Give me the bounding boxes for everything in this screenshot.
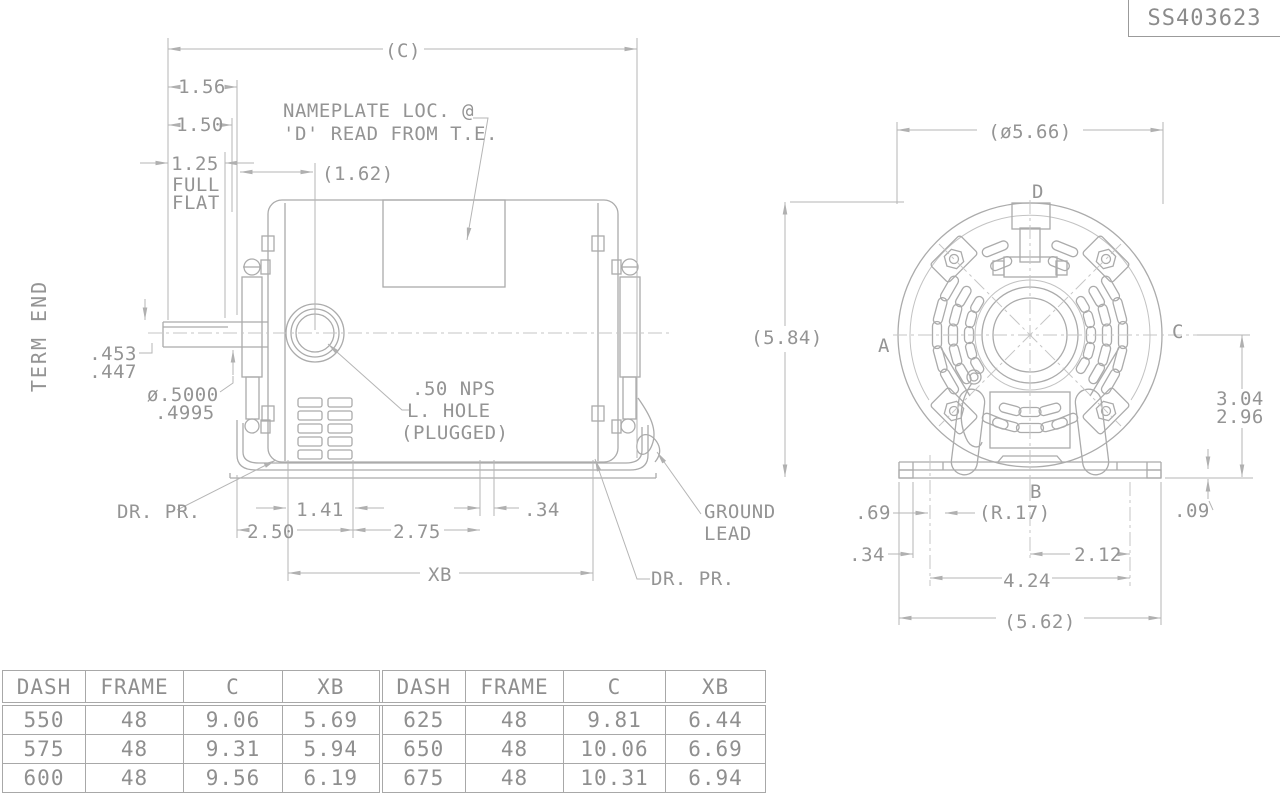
nps-hole-note: L. HOLE xyxy=(407,400,491,422)
table-cell: 9.06 xyxy=(183,703,283,735)
column-header: C xyxy=(183,670,283,706)
dim-1-25-label: 1.25 xyxy=(171,153,219,175)
end-view-centerlines xyxy=(893,200,1197,586)
ground-lead-wire xyxy=(960,382,983,448)
table-cell: 48 xyxy=(465,703,564,735)
nameplate xyxy=(382,199,506,288)
column-header: XB xyxy=(282,670,381,706)
end-view-vent-slots xyxy=(931,240,1129,434)
table-cell: 675 xyxy=(378,763,466,793)
dim-1-50-label: 1.50 xyxy=(176,114,224,136)
dim-5-84-label: (5.84) xyxy=(751,327,823,349)
table-row: 600 48 9.56 6.19 675 48 10.31 6.94 xyxy=(2,763,766,793)
motor-outline-drawing: (C) 1.56 1.50 1.25 FULL FLAT (1.62) NAME… xyxy=(27,38,1264,633)
nps-hole-note: .50 NPS xyxy=(412,378,496,400)
dim-2-96-label: 2.96 xyxy=(1216,406,1264,428)
drain-plug-label-left: DR. PR. xyxy=(117,501,201,523)
table-cell: 5.94 xyxy=(282,734,381,764)
dim-4-24-label: 4.24 xyxy=(1003,570,1051,592)
dim-c-label: (C) xyxy=(385,40,421,62)
label-a: A xyxy=(878,335,890,357)
column-header: C xyxy=(563,670,666,706)
side-view-vent-slots xyxy=(297,397,353,460)
dim-447-label: .447 xyxy=(89,361,137,383)
nameplate-note: NAMEPLATE LOC. @ xyxy=(283,100,474,122)
dim-2-75-label: 2.75 xyxy=(393,521,441,543)
table-cell: 48 xyxy=(465,734,564,764)
table-cell: 6.19 xyxy=(282,763,381,793)
full-flat-label: FLAT xyxy=(172,192,220,214)
mounting-base xyxy=(236,420,649,471)
end-view-dimensions xyxy=(782,122,1253,625)
dimension-table: DASH FRAME C XB DASH FRAME C XB 550 48 9… xyxy=(2,670,766,793)
dim-xb-label: XB xyxy=(428,564,452,586)
table-cell: 10.31 xyxy=(563,763,666,793)
dim-1-41-label: 1.41 xyxy=(296,499,344,521)
dim-09-label: .09 xyxy=(1174,500,1210,522)
table-row: 575 48 9.31 5.94 650 48 10.06 6.69 xyxy=(2,734,766,764)
shaft-diameter-label: ø.5000 xyxy=(147,384,219,406)
full-flat-label: FULL xyxy=(172,174,220,196)
column-header: FRAME xyxy=(465,670,564,706)
table-cell: 48 xyxy=(85,703,184,735)
ground-lead-label: GROUND xyxy=(704,501,776,523)
drawing-annotations: (C) 1.56 1.50 1.25 FULL FLAT (1.62) NAME… xyxy=(27,40,1264,633)
table-cell: 6.94 xyxy=(665,763,766,793)
table-cell: 48 xyxy=(465,763,564,793)
dim-1-62-label: (1.62) xyxy=(322,163,394,185)
table-cell: 600 xyxy=(2,763,86,793)
nps-hole-note: (PLUGGED) xyxy=(401,422,508,444)
dim-3-04-label: 3.04 xyxy=(1216,388,1264,410)
column-header: DASH xyxy=(2,670,86,706)
table-cell: 5.69 xyxy=(282,703,381,735)
ground-lead-label: LEAD xyxy=(704,523,752,545)
column-header: FRAME xyxy=(85,670,184,706)
dim-1-56-label: 1.56 xyxy=(178,76,226,98)
table-cell: 48 xyxy=(85,763,184,793)
mounting-leg xyxy=(1074,388,1110,476)
column-header: DASH xyxy=(378,670,466,706)
dim-34-label: .34 xyxy=(524,499,560,521)
drawing-number: SS403623 xyxy=(1147,5,1262,31)
label-d: D xyxy=(1032,181,1044,203)
label-b: B xyxy=(1030,481,1042,503)
dim-2-12-label: 2.12 xyxy=(1074,544,1122,566)
table-cell: 575 xyxy=(2,734,86,764)
table-cell: 6.44 xyxy=(665,703,766,735)
drain-plug-label-right: DR. PR. xyxy=(651,568,735,590)
table-cell: 550 xyxy=(2,703,86,735)
table-cell: 10.06 xyxy=(563,734,666,764)
table-cell: 48 xyxy=(85,734,184,764)
dim-5-62-label: (5.62) xyxy=(1004,611,1076,633)
table-cell: 6.69 xyxy=(665,734,766,764)
nameplate-note: 'D' READ FROM T.E. xyxy=(283,123,498,145)
dim-dia-5-66-label: (ø5.66) xyxy=(988,121,1072,143)
side-view-dimensions xyxy=(139,38,702,581)
mounting-leg xyxy=(950,388,986,476)
dim-r17-label: (R.17) xyxy=(979,502,1051,524)
table-row: 550 48 9.06 5.69 625 48 9.81 6.44 xyxy=(2,703,766,735)
table-cell: 9.31 xyxy=(183,734,283,764)
dim-453-label: .453 xyxy=(89,343,137,365)
table-cell: 650 xyxy=(378,734,466,764)
title-block: SS403623 xyxy=(1128,0,1280,37)
table-cell: 9.81 xyxy=(563,703,666,735)
term-end-label: TERM END xyxy=(27,280,51,392)
column-header: XB xyxy=(665,670,766,706)
label-c: C xyxy=(1172,321,1184,343)
dim-34-end-label: .34 xyxy=(849,544,885,566)
table-cell: 625 xyxy=(378,703,466,735)
dim-2-50-label: 2.50 xyxy=(247,521,295,543)
dim-69-label: .69 xyxy=(855,502,891,524)
shaft-diameter-label: .4995 xyxy=(155,402,215,424)
table-header-row: DASH FRAME C XB DASH FRAME C XB xyxy=(2,670,766,706)
table-cell: 9.56 xyxy=(183,763,283,793)
